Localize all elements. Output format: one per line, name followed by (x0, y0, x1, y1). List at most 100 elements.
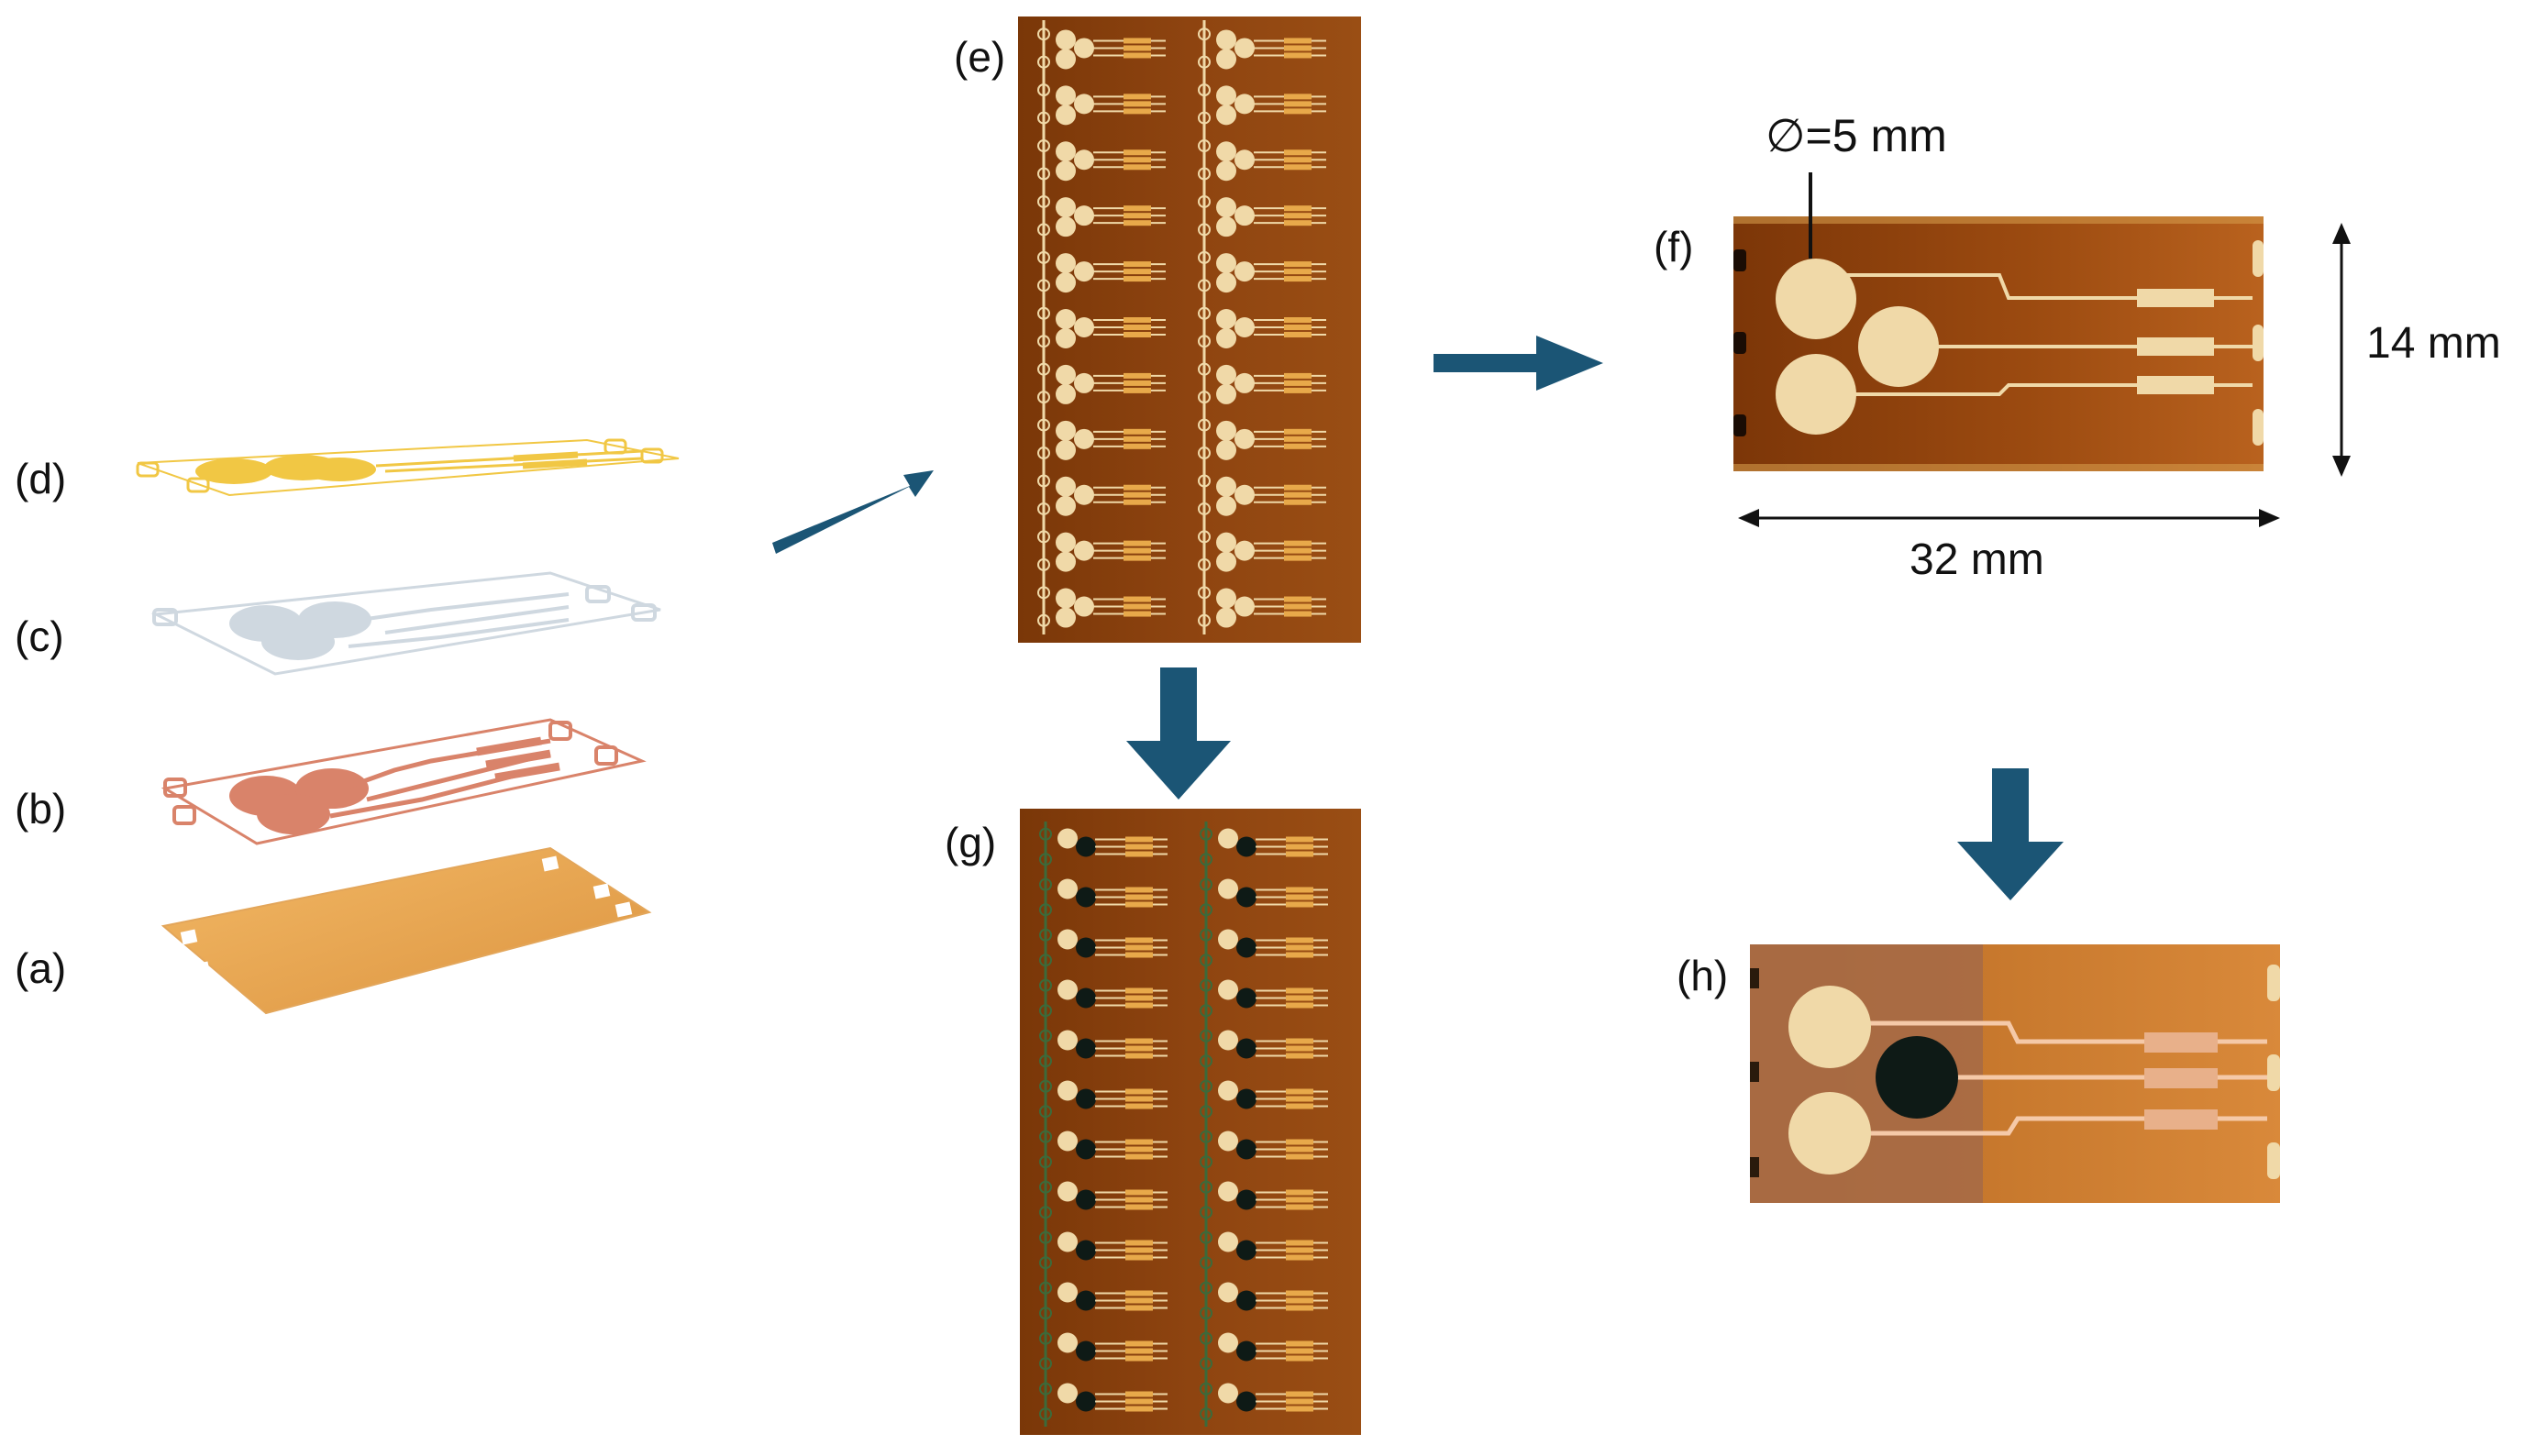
rail-link (1198, 55, 1211, 69)
contact-pad (1286, 937, 1313, 943)
contact-pad (1125, 1297, 1153, 1304)
rail-link (1037, 306, 1050, 320)
electrode-pad (1216, 253, 1236, 274)
contact-pad (1286, 952, 1313, 958)
contact-pad (1284, 611, 1312, 617)
electrode-pad (1074, 317, 1094, 337)
edge-notch (2253, 325, 2264, 361)
rail-link (1198, 223, 1211, 237)
electrode-pad (1216, 439, 1236, 460)
contact-pad (1124, 491, 1151, 498)
carbon-electrode (1236, 1340, 1256, 1362)
electrode-pad (1057, 1332, 1078, 1353)
layer-c-insulation (150, 571, 661, 676)
rail-link (1037, 223, 1050, 237)
contact-pad (1125, 937, 1153, 943)
electrode-pad (1056, 383, 1076, 404)
rail-link (1200, 1331, 1212, 1345)
rail-link (1037, 362, 1050, 376)
rail-link (1200, 1079, 1212, 1093)
arrows (772, 336, 2064, 900)
contact-pad (1284, 213, 1312, 219)
electrode-pad (1218, 1231, 1238, 1252)
rail-link (1198, 194, 1211, 208)
contact-pad (1125, 1002, 1153, 1009)
electrode-pad (1216, 29, 1236, 50)
contact-pad (1284, 269, 1312, 275)
contact-pad (1284, 276, 1312, 282)
contact-pad (1284, 499, 1312, 505)
electrode-pad (1074, 540, 1094, 561)
contact-pad (1284, 491, 1312, 498)
electrode-pad (1218, 878, 1238, 899)
edge-notch (2253, 409, 2264, 446)
rail-link (1039, 1382, 1052, 1395)
carbon-electrode (1236, 1240, 1256, 1261)
rail-link (1037, 250, 1050, 264)
contact-pad (1286, 1197, 1313, 1203)
contact-pad (1284, 164, 1312, 171)
contact-pad (1284, 555, 1312, 561)
electrode-pad (1074, 94, 1094, 115)
contact-pad (1286, 1096, 1313, 1102)
electrode-pad (1216, 197, 1236, 218)
electrode-pad (1234, 372, 1255, 393)
electrode-pad (1234, 205, 1255, 226)
rail-link (1039, 928, 1052, 942)
rail-link (1198, 474, 1211, 488)
contact-pad (1125, 1290, 1153, 1296)
rail-link (1039, 1206, 1052, 1219)
contact-pad (1124, 555, 1151, 561)
contact-pad (1284, 603, 1312, 610)
electrode-pad (1218, 979, 1238, 1000)
rail-link (1037, 335, 1050, 348)
carbon-electrode (1076, 887, 1096, 908)
rail-link (1039, 1407, 1052, 1421)
rail-link (1039, 1180, 1052, 1194)
rail-link (1039, 1029, 1052, 1042)
electrode-pad (1056, 272, 1076, 293)
rail-link (1200, 827, 1212, 841)
carbon-electrode (1076, 1189, 1096, 1210)
contact-pad (1286, 1240, 1313, 1246)
electrode-pad (1056, 328, 1076, 348)
rail-link (1039, 1130, 1052, 1143)
electrode-pad (1218, 929, 1238, 950)
carbon-electrode (1236, 937, 1256, 958)
carbon-electrode (1076, 1139, 1096, 1160)
electrode-pad (1218, 1030, 1238, 1051)
layer-a-substrate (161, 846, 652, 1015)
rail-link (1037, 391, 1050, 404)
contact-pad (1124, 38, 1151, 44)
electrode-pad (1234, 38, 1255, 59)
carbon-electrode (1236, 1088, 1256, 1109)
contact-pad (1124, 101, 1151, 107)
contact-pad (1286, 894, 1313, 900)
electrode-pad (1216, 364, 1236, 385)
rail-link (1200, 1357, 1212, 1371)
rail-link (1037, 613, 1050, 627)
electrode-pad (1216, 588, 1236, 609)
contact-pad (1286, 901, 1313, 908)
electrode-pad (1216, 272, 1236, 293)
contact-pad (2137, 289, 2214, 307)
electrode-pad (1216, 476, 1236, 497)
contact-pad (1125, 1096, 1153, 1102)
carbon-electrode (1236, 1391, 1256, 1412)
rail-link (1037, 447, 1050, 460)
electrode-pad (1216, 420, 1236, 441)
contact-pad (1286, 1305, 1313, 1311)
rail-link (1200, 1155, 1212, 1169)
contact-pad (1124, 220, 1151, 226)
sheet-e: (e) (954, 17, 1361, 643)
contact-pad (1125, 1348, 1153, 1354)
contact-pad (1286, 1254, 1313, 1261)
rail-link (1198, 306, 1211, 320)
layer-stack: (d) (c) (b) (a) (15, 438, 680, 1015)
contact-pad (1284, 540, 1312, 546)
contact-pad (1286, 887, 1313, 893)
electrode-pad (1057, 1181, 1078, 1202)
contact-pad (1125, 1103, 1153, 1109)
contact-pad (1286, 944, 1313, 951)
contact-pad (1124, 436, 1151, 442)
